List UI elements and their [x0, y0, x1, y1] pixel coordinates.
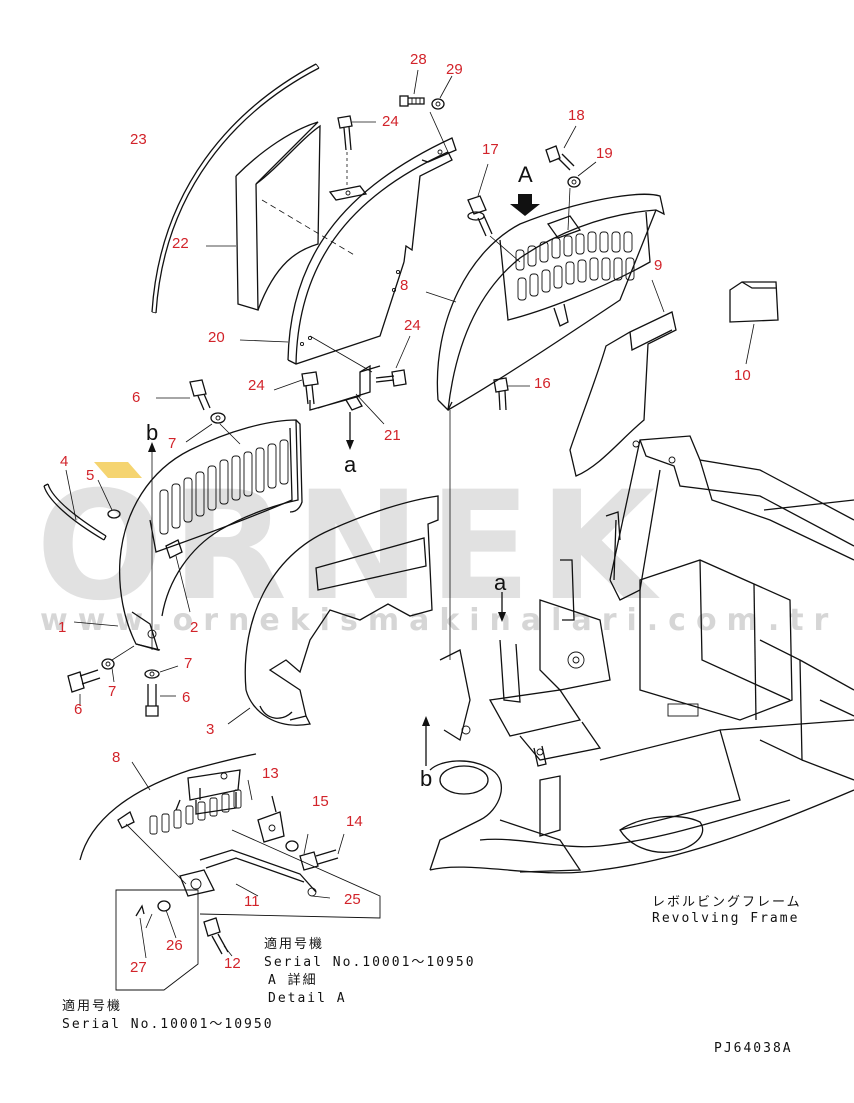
callout-6a: 6 [132, 389, 140, 406]
callout-8b: 8 [112, 749, 120, 766]
part-3-lower-cover [227, 495, 439, 726]
part-10-block [729, 281, 779, 365]
detail-label-jp: A 詳細 [268, 972, 318, 988]
applicability-label-jp-1: 適用号機 [264, 936, 324, 952]
part-5-clip [97, 479, 121, 519]
callout-17: 17 [482, 141, 499, 158]
part-24-bolt-mid-left [273, 371, 319, 405]
frame-label-jp: レボルビングフレーム [652, 895, 802, 910]
view-letter-A: A [518, 162, 533, 187]
part-8-grille-cover [425, 193, 665, 640]
callout-15: 15 [312, 793, 329, 810]
callout-14: 14 [346, 813, 363, 830]
part-6-bolt-lower-right [145, 684, 176, 717]
part-24-bolt-upper [328, 115, 376, 201]
view-letter-b-bottom: b [420, 766, 432, 791]
callout-6c: 6 [182, 689, 190, 706]
callout-23: 23 [130, 131, 147, 148]
part-2-label [165, 539, 191, 613]
callout-27: 27 [130, 959, 147, 976]
view-b-arrow-lower [422, 716, 430, 766]
part-18-bolt [545, 125, 577, 171]
callout-5: 5 [86, 467, 94, 484]
view-letter-a-top: a [344, 452, 357, 477]
applicability-label-jp-2: 適用号機 [62, 998, 122, 1014]
callout-20: 20 [208, 329, 225, 346]
part-19-washer [567, 161, 597, 231]
callout-4: 4 [60, 453, 68, 470]
part-6-bolt-upper [156, 379, 211, 411]
view-a-arrow [510, 194, 540, 216]
part-1-grille-cover [73, 419, 303, 651]
callout-24c: 24 [248, 377, 265, 394]
watermark-brand: ORNEK [36, 460, 663, 634]
callout-26: 26 [166, 937, 183, 954]
part-9-sponge [569, 279, 677, 477]
callout-28: 28 [410, 51, 427, 68]
part-28-bolt [399, 69, 425, 107]
callout-18: 18 [568, 107, 585, 124]
part-7-washer-lower-right [144, 665, 179, 679]
callout-8a: 8 [400, 277, 408, 294]
view-letter-b-left: b [146, 420, 158, 445]
part-21-bracket [309, 364, 385, 450]
callout-3: 3 [206, 721, 214, 738]
callout-1: 1 [58, 619, 66, 636]
drawing-code: PJ64038A [714, 1041, 793, 1056]
part-29-washer [429, 75, 453, 153]
callout-25: 25 [344, 891, 361, 908]
part-23-seal-strip [151, 63, 320, 314]
callout-10: 10 [734, 367, 751, 384]
view-letter-a-mid: a [494, 570, 507, 595]
part-16-bolt [493, 377, 530, 411]
callout-24a: 24 [382, 113, 399, 130]
callout-7c: 7 [184, 655, 192, 672]
frame-label-en: Revolving Frame [652, 911, 799, 926]
serial-range-2: Serial No.10001～10950 [62, 1017, 274, 1032]
view-a-arrow-mid [498, 592, 506, 622]
detail-a-assembly [79, 753, 381, 991]
part-7-washer-lower-left [101, 645, 135, 683]
callout-22: 22 [172, 235, 189, 252]
part-6-bolt-lower-left [67, 669, 101, 706]
watermark-accent-mark [94, 462, 142, 478]
callout-7b: 7 [108, 683, 116, 700]
callout-29: 29 [446, 61, 463, 78]
part-4-seal [43, 469, 107, 541]
grille-slots-lower [159, 439, 289, 535]
callout-12: 12 [224, 955, 241, 972]
callout-13: 13 [262, 765, 279, 782]
callout-9: 9 [654, 257, 662, 274]
part-20-cover-plate [239, 137, 457, 365]
part-17-bolt [467, 163, 521, 263]
callout-7a: 7 [168, 435, 176, 452]
callout-16: 16 [534, 375, 551, 392]
part-7-washer-upper [185, 412, 241, 445]
callout-11: 11 [244, 893, 260, 910]
revolving-frame [429, 435, 854, 874]
watermark-url: www.ornekismakinalari.com.tr [40, 603, 838, 638]
callout-19: 19 [596, 145, 613, 162]
callout-24b: 24 [404, 317, 421, 334]
part-24-bolt-mid-right [309, 335, 411, 387]
grille-slots-upper [515, 231, 635, 301]
part-22-sponge-pad [206, 121, 321, 311]
serial-range-1: Serial No.10001～10950 [264, 955, 476, 970]
callout-21: 21 [384, 427, 401, 444]
callout-2: 2 [190, 619, 198, 636]
detail-label-en: Detail A [268, 991, 347, 1006]
callout-6b: 6 [74, 701, 82, 718]
